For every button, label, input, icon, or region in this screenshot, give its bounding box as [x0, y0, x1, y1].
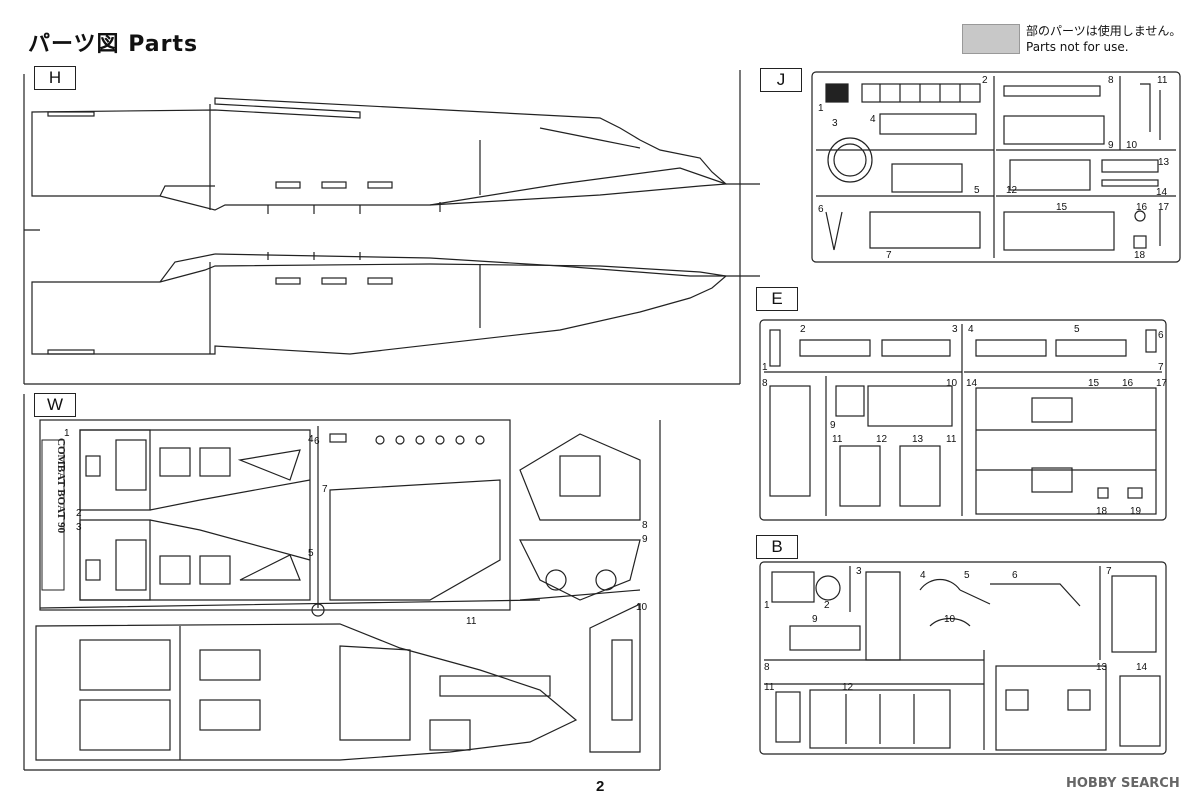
part-numbers-W: 1 2 3 4 5 6 7 8 9 10 11 — [64, 428, 648, 627]
num-J-3: 3 — [832, 118, 838, 129]
legend-text: 部のパーツは使用しません。 Parts not for use. — [1026, 23, 1181, 55]
part-numbers-E: 1 2 3 4 5 6 7 8 9 10 11 12 13 11 14 15 1… — [762, 324, 1168, 517]
num-W-11: 11 — [466, 616, 477, 627]
num-B-5: 5 — [964, 570, 970, 581]
page-title: パーツ図 Parts — [28, 32, 199, 57]
num-J-8: 8 — [1108, 75, 1114, 86]
part-numbers-B: 1 2 3 4 5 6 7 8 9 10 11 12 13 14 — [764, 566, 1148, 693]
num-W-2: 2 — [76, 508, 82, 519]
num-E-19: 19 — [1130, 506, 1142, 517]
part-numbers-J: 1 2 3 4 5 6 7 8 9 10 11 12 13 14 15 16 1… — [818, 75, 1170, 261]
num-J-10: 10 — [1126, 140, 1138, 151]
num-E-8: 8 — [762, 378, 768, 389]
num-E-9: 9 — [830, 420, 836, 431]
not-for-use-swatch — [962, 24, 1020, 54]
num-E-16: 16 — [1122, 378, 1134, 389]
section-label-W: W — [34, 393, 76, 417]
num-E-10: 10 — [946, 378, 958, 389]
sprue-B — [759, 561, 1167, 755]
num-J-6: 6 — [818, 204, 824, 215]
num-J-5: 5 — [974, 185, 980, 196]
num-E-15: 15 — [1088, 378, 1100, 389]
page-number: 2 — [596, 778, 605, 795]
num-J-9: 9 — [1108, 140, 1114, 151]
num-J-16: 16 — [1136, 202, 1148, 213]
num-J-4: 4 — [870, 114, 876, 125]
num-B-2: 2 — [824, 600, 830, 611]
num-E-18: 18 — [1096, 506, 1108, 517]
num-E-12: 12 — [876, 434, 888, 445]
num-J-14: 14 — [1156, 187, 1168, 198]
num-B-8: 8 — [764, 662, 770, 673]
num-E-14: 14 — [966, 378, 978, 389]
sprue-J — [811, 71, 1181, 263]
sprue-frame-H — [23, 70, 741, 385]
num-E-13: 13 — [912, 434, 924, 445]
num-J-18: 18 — [1134, 250, 1146, 261]
num-J-2: 2 — [982, 75, 988, 86]
hull-part-bottom — [31, 252, 760, 355]
num-E-4: 4 — [968, 324, 974, 335]
legend-line-en: Parts not for use. — [1026, 40, 1129, 54]
num-J-1: 1 — [818, 103, 824, 114]
sprue-W — [35, 419, 641, 761]
section-label-J: J — [760, 68, 802, 92]
num-J-15: 15 — [1056, 202, 1068, 213]
num-W-1: 1 — [64, 428, 70, 439]
sprue-frame-W — [23, 394, 661, 771]
num-B-14: 14 — [1136, 662, 1148, 673]
num-B-12: 12 — [842, 682, 854, 693]
num-B-13: 13 — [1096, 662, 1108, 673]
num-J-7: 7 — [886, 250, 892, 261]
num-E-3: 3 — [952, 324, 958, 335]
logo-text: COMBAT BOAT 90 — [55, 438, 67, 534]
num-B-1: 1 — [764, 600, 770, 611]
num-B-7: 7 — [1106, 566, 1112, 577]
num-W-8: 8 — [642, 520, 648, 531]
num-W-10: 10 — [636, 602, 648, 613]
num-J-11: 11 — [1157, 75, 1168, 86]
num-E-1: 1 — [762, 362, 768, 373]
num-W-9: 9 — [642, 534, 648, 545]
section-label-B: B — [756, 535, 798, 559]
num-E-7: 7 — [1158, 362, 1164, 373]
num-B-10: 10 — [944, 614, 956, 625]
num-J-13: 13 — [1158, 157, 1170, 168]
num-E-11a: 11 — [832, 434, 843, 445]
num-E-17: 17 — [1156, 378, 1168, 389]
num-B-3: 3 — [856, 566, 862, 577]
combat-boat-logo — [41, 439, 65, 591]
num-E-11b: 11 — [946, 434, 957, 445]
num-J-17: 17 — [1158, 202, 1170, 213]
num-B-6: 6 — [1012, 570, 1018, 581]
num-W-5: 5 — [308, 548, 314, 559]
num-E-2: 2 — [800, 324, 806, 335]
num-W-3: 3 — [76, 522, 82, 533]
num-J-12: 12 — [1006, 185, 1018, 196]
num-W-6: 6 — [314, 436, 320, 447]
num-B-11: 11 — [764, 682, 775, 693]
watermark: HOBBY SEARCH — [1066, 776, 1180, 791]
num-B-4: 4 — [920, 570, 926, 581]
num-E-5: 5 — [1074, 324, 1080, 335]
sprue-E — [759, 319, 1167, 521]
num-W-4: 4 — [308, 434, 314, 445]
hull-part-top — [31, 97, 760, 214]
num-B-9: 9 — [812, 614, 818, 625]
section-label-H: H — [34, 66, 76, 90]
num-E-6: 6 — [1158, 330, 1164, 341]
section-label-E: E — [756, 287, 798, 311]
w-portholes — [329, 433, 485, 445]
legend-line-jp: 部のパーツは使用しません。 — [1026, 24, 1182, 38]
num-W-7: 7 — [322, 484, 328, 495]
